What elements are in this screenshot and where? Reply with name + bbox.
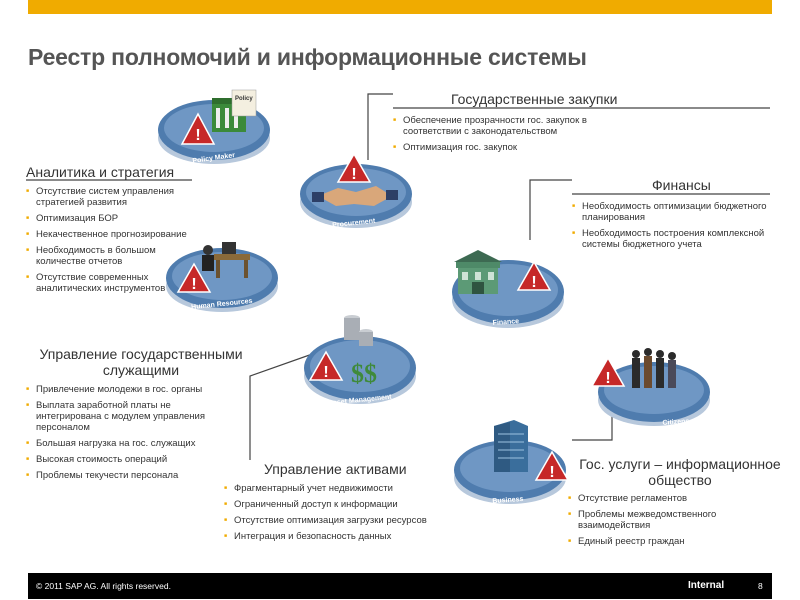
svg-text:!: !: [191, 276, 196, 293]
list-item: Единый реестр граждан: [568, 536, 766, 547]
svg-text:!: !: [605, 370, 610, 387]
list-item: Фрагментарный учет недвижимости: [224, 483, 474, 494]
bank-building-icon: [454, 250, 502, 294]
bullet-list: Необходимость оптимизации бюджетного пла…: [572, 201, 772, 250]
svg-text:Policy: Policy: [235, 96, 253, 102]
coins-dollar-icon: $$: [344, 315, 377, 388]
list-item: Некачественное прогнозирование: [26, 229, 191, 240]
disc-label: Business: [492, 496, 524, 505]
warning-icon: !: [516, 260, 552, 291]
disc-label: Citizens: [662, 418, 689, 427]
disc-citizens: ! Citizens: [590, 348, 712, 434]
warning-icon: !: [534, 450, 570, 481]
disc-label: Procurement: [332, 218, 376, 230]
block-heading: Управление активами: [264, 461, 407, 477]
list-item: Необходимость построения комплексной сис…: [572, 228, 772, 250]
warning-icon: !: [336, 152, 372, 183]
disc-label: Finance: [492, 318, 519, 327]
policy-building-icon: Policy: [212, 89, 257, 132]
disc-business: ! Business: [452, 420, 572, 510]
list-item: Привлечение молодежи в гос. органы: [26, 384, 238, 395]
disc-finance: ! Finance: [448, 248, 568, 333]
people-icon: [632, 348, 676, 388]
warning-icon: !: [308, 350, 344, 381]
block-heading: Гос. услуги – информационное общество: [579, 456, 781, 488]
connector-procurement: [367, 93, 393, 160]
list-item: Отсутствие систем управления стратегией …: [26, 186, 191, 208]
handshake-icon: [312, 186, 398, 206]
classification-label: Internal: [688, 580, 725, 591]
page-number: 8: [758, 581, 763, 591]
connector-assets: [249, 351, 319, 460]
block-finance: Финансы Необходимость оптимизации бюджет…: [572, 177, 772, 255]
list-item: Оптимизация гос. закупок: [393, 142, 633, 153]
disc-asset-management: $$ ! Asset Management: [300, 312, 420, 412]
list-item: Отсутствие регламентов: [568, 493, 766, 504]
bullet-list: Отсутствие регламентов Проблемы межведом…: [566, 493, 766, 547]
block-heading: Управление государственными служащими: [39, 346, 243, 378]
list-item: Высокая стоимость операций: [26, 454, 238, 465]
office-desk-icon: [202, 242, 250, 278]
list-item: Обеспечение прозрачности гос. закупок в …: [393, 115, 633, 137]
block-hr: Управление государственными служащими Пр…: [26, 346, 256, 486]
block-heading: Государственные закупки: [451, 91, 618, 107]
warning-icon: !: [590, 356, 626, 387]
connector-finance: [529, 179, 572, 240]
block-heading: Финансы: [652, 177, 711, 193]
svg-text:!: !: [195, 127, 200, 144]
block-gov-services: Гос. услуги – информационное общество От…: [566, 456, 794, 552]
disc-procurement: ! Procurement: [296, 152, 416, 234]
list-item: Проблемы межведомственного взаимодействи…: [568, 509, 766, 531]
svg-text:!: !: [351, 166, 356, 183]
list-item: Оптимизация БОР: [26, 213, 191, 224]
block-heading: Аналитика и стратегия: [26, 164, 175, 180]
bullet-list: Отсутствие систем управления стратегией …: [26, 186, 191, 294]
list-item: Ограниченный доступ к информации: [224, 499, 474, 510]
list-item: Отсутствие оптимизация загрузки ресурсов: [224, 515, 474, 526]
office-tower-icon: [494, 420, 528, 472]
svg-text:!: !: [323, 364, 328, 381]
list-item: Проблемы текучести персонала: [26, 470, 238, 481]
list-item: Отсутствие современных аналитических инс…: [26, 272, 191, 294]
disc-policy-maker: Policy ! Policy Maker: [150, 88, 280, 170]
disc-human-resources: ! Human Resources: [162, 236, 282, 318]
block-procurement: Государственные закупки Обеспечение проз…: [393, 91, 653, 158]
svg-text:!: !: [549, 464, 554, 481]
list-item: Интеграция и безопасность данных: [224, 531, 474, 542]
list-item: Необходимость в большом количестве отчет…: [26, 245, 191, 267]
bullet-list: Привлечение молодежи в гос. органы Выпла…: [26, 384, 238, 481]
top-accent-bar: [28, 0, 772, 14]
copyright-text: © 2011 SAP AG. All rights reserved.: [36, 581, 171, 591]
list-item: Выплата заработной платы не интегрирован…: [26, 400, 238, 433]
svg-text:$$: $$: [351, 359, 377, 388]
bullet-list: Обеспечение прозрачности гос. закупок в …: [393, 115, 633, 153]
bullet-list: Фрагментарный учет недвижимости Ограниче…: [224, 483, 474, 542]
block-assets: Управление активами Фрагментарный учет н…: [224, 461, 474, 547]
footer-bar: © 2011 SAP AG. All rights reserved. Inte…: [28, 573, 772, 599]
list-item: Необходимость оптимизации бюджетного пла…: [572, 201, 772, 223]
warning-icon: !: [180, 112, 216, 145]
svg-text:!: !: [531, 274, 536, 291]
page-title: Реестр полномочий и информационные систе…: [28, 44, 587, 70]
block-analytics: Аналитика и стратегия Отсутствие систем …: [26, 164, 191, 299]
list-item: Большая нагрузка на гос. служащих: [26, 438, 238, 449]
